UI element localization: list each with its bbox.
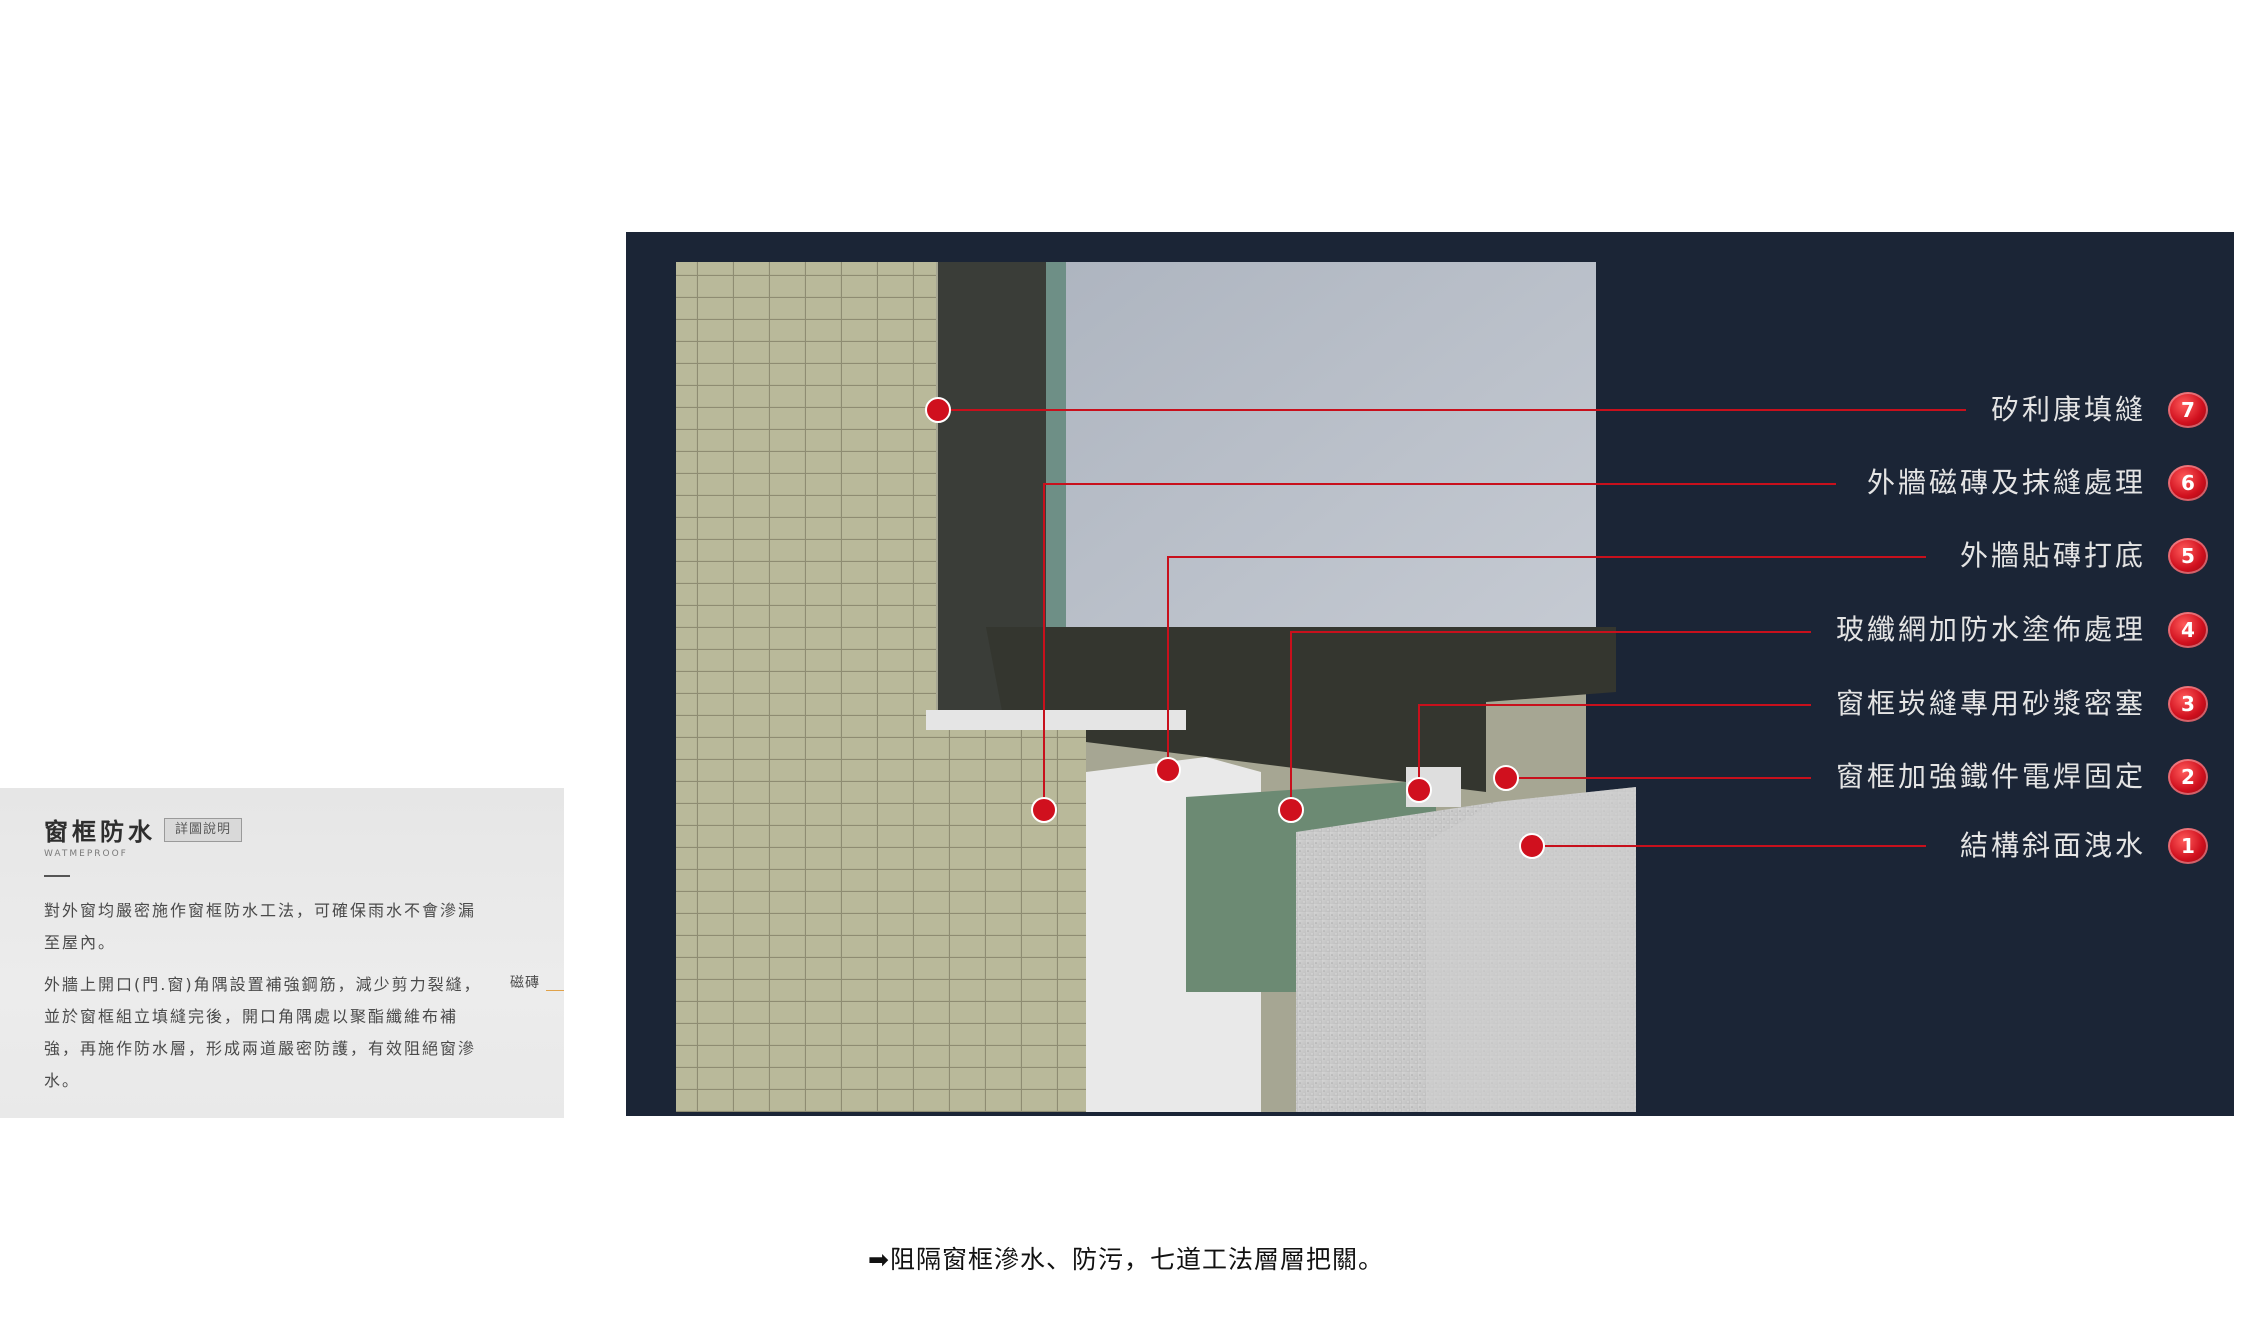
marker-dot-3 (1406, 777, 1432, 803)
callout-badge-6: 6 (2168, 465, 2208, 501)
leader-line-6 (1043, 483, 1836, 810)
callout-badge-2: 2 (2168, 759, 2208, 795)
marker-dot-2 (1493, 765, 1519, 791)
window-section-illustration (676, 262, 1966, 1112)
description-card: 窗框防水 詳圖說明 WATMEPROOF 對外窗均嚴密施作窗框防水工法，可確保雨… (0, 788, 564, 1118)
callout-label-6: 外牆磁磚及抹縫處理 (1866, 466, 2146, 499)
window-waterproofing-diagram: 矽利康填縫 7 外牆磁磚及抹縫處理 6 外牆貼磚打底 5 玻纖網加防水塗佈處理 … (626, 232, 2234, 1116)
marker-dots (925, 397, 1545, 859)
callout-badge-7: 7 (2168, 392, 2208, 428)
callout-badge-1: 1 (2168, 828, 2208, 864)
callout-label-5: 外牆貼磚打底 (1959, 539, 2146, 572)
callout-label-3: 窗框崁縫專用砂漿密塞 (1835, 687, 2146, 720)
divider (44, 875, 70, 877)
callout-label-2: 窗框加強鐵件電焊固定 (1835, 760, 2146, 793)
side-label-tick (546, 990, 564, 991)
aluminium-sill (926, 710, 1186, 730)
card-header: 窗框防水 詳圖說明 (44, 812, 520, 847)
card-paragraph-2: 外牆上開口(門.窗)角隅設置補強鋼筋，減少剪力裂縫，並於窗框組立填縫完後，開口角… (44, 975, 482, 1090)
card-title: 窗框防水 (44, 818, 156, 846)
leader-line-5 (1167, 556, 1926, 770)
marker-dot-1 (1519, 833, 1545, 859)
leader-line-3 (1418, 704, 1811, 790)
callout-badge-3: 3 (2168, 686, 2208, 722)
tile-side-label: 磁磚 (510, 975, 540, 991)
marker-dot-5 (1155, 757, 1181, 783)
callout-label-1: 結構斜面洩水 (1959, 829, 2146, 862)
leader-lines (938, 409, 1966, 847)
window-sill-frame (986, 627, 1616, 792)
detail-button[interactable]: 詳圖說明 (164, 817, 243, 842)
image-caption: ➡阻隔窗框滲水、防污，七道工法層層把關。 (868, 1245, 1384, 1274)
card-paragraph-1: 對外窗均嚴密施作窗框防水工法，可確保雨水不會滲漏至屋內。 (44, 901, 477, 952)
window-glass (1066, 262, 1596, 662)
card-subtitle: WATMEPROOF (44, 849, 128, 859)
marker-dot-7 (925, 397, 951, 423)
marker-dot-4 (1278, 797, 1304, 823)
sill-tiles (926, 730, 1086, 1112)
callout-badge-4: 4 (2168, 612, 2208, 648)
callout-badge-5: 5 (2168, 538, 2208, 574)
marker-dot-6 (1031, 797, 1057, 823)
callout-label-4: 玻纖網加防水塗佈處理 (1835, 613, 2146, 646)
concrete-slope (1426, 787, 1636, 1112)
callout-label-7: 矽利康填縫 (1990, 393, 2146, 426)
leader-line-4 (1290, 631, 1811, 810)
tile-wall (676, 262, 936, 1112)
